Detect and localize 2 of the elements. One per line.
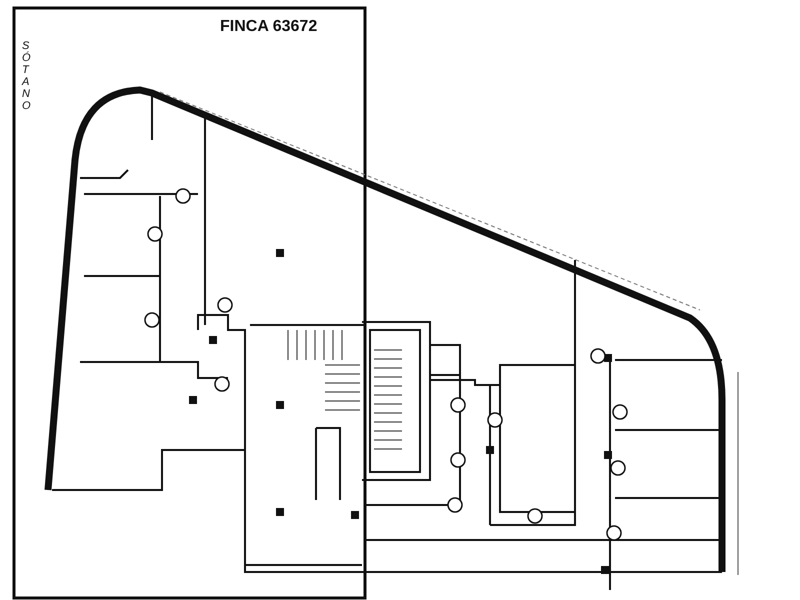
- plan-title: FINCA 63672: [220, 18, 318, 36]
- floor-label: SÓTANO: [22, 40, 32, 113]
